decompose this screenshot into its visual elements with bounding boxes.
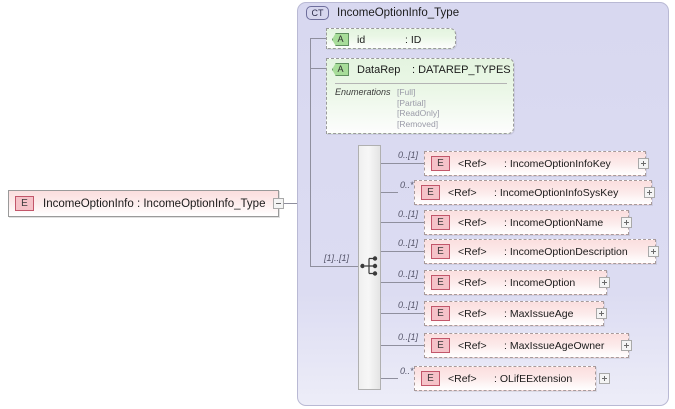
element-ref-text: <Ref> (458, 307, 487, 320)
element-ref-text: <Ref> (448, 372, 477, 385)
sequence-cardinality-label: [1]..[1] (324, 253, 350, 263)
cardinality-label-1: 0..* (400, 180, 414, 190)
cardinality-label-5: 0..[1] (398, 300, 419, 310)
element-ref-text: <Ref> (458, 216, 487, 229)
connector-to-ref-0 (381, 163, 424, 164)
element-ref-text: <Ref> (448, 186, 477, 199)
element-badge-icon: E (431, 306, 450, 321)
connector-to-ref-4 (381, 282, 424, 283)
element-ref-text: <Ref> (458, 157, 487, 170)
element-ref-type: : IncomeOptionDescription (504, 245, 628, 258)
sequence-compositor-icon (360, 256, 378, 276)
connector-root-to-type (284, 203, 297, 204)
enumerations-values: [Full] [Partial] [ReadOnly] [Removed] (397, 87, 440, 129)
element-ref-row-maxissueage[interactable]: E <Ref> : MaxIssueAge (424, 301, 604, 326)
enumerations-block: Enumerations [Full] [Partial] [ReadOnly]… (335, 87, 440, 129)
enumeration-value: [ReadOnly] (397, 108, 440, 118)
enumeration-value: [Partial] (397, 97, 426, 108)
element-badge-icon: E (421, 185, 440, 200)
element-ref-text: <Ref> (458, 245, 487, 258)
element-ref-type: : OLifEExtension (494, 372, 573, 385)
connector-to-attr-id (310, 38, 327, 39)
element-ref-row-maxissueageowner[interactable]: E <Ref> : MaxIssueAgeOwner (424, 333, 629, 358)
attribute-type: : ID (405, 33, 422, 46)
complex-type-title: IncomeOptionInfo_Type (337, 7, 460, 19)
connector-to-ref-5 (381, 313, 424, 314)
element-badge-icon: E (431, 338, 450, 353)
expand-plus-icon[interactable] (648, 246, 659, 257)
element-badge-icon: E (15, 196, 34, 211)
enumeration-value: [Full] (397, 87, 416, 97)
element-ref-row-incomeoptioninfosyskey[interactable]: E <Ref> : IncomeOptionInfoSysKey (414, 180, 652, 205)
element-badge-icon: E (421, 371, 440, 386)
expand-plus-icon[interactable] (599, 277, 610, 288)
attribute-row-id[interactable]: A id : ID (326, 28, 456, 49)
element-ref-row-incomeoption[interactable]: E <Ref> : IncomeOption (424, 270, 607, 295)
attribute-row-datarep[interactable]: A DataRep : DATAREP_TYPES Enumerations [… (326, 58, 514, 134)
attribute-name: id (357, 33, 366, 46)
element-badge-icon: E (431, 215, 450, 230)
connector-to-ref-2 (381, 222, 424, 223)
root-element-box[interactable]: E IncomeOptionInfo : IncomeOptionInfo_Ty… (8, 190, 279, 217)
element-ref-type: : IncomeOptionName (504, 216, 604, 229)
expand-plus-icon[interactable] (599, 373, 610, 384)
attribute-name: DataRep (357, 63, 401, 76)
element-ref-text: <Ref> (458, 339, 487, 352)
cardinality-label-0: 0..[1] (398, 150, 419, 160)
attribute-badge-icon: A (332, 33, 349, 46)
element-ref-text: <Ref> (458, 276, 487, 289)
element-badge-icon: E (431, 244, 450, 259)
complex-type-header: CT IncomeOptionInfo_Type (306, 6, 459, 20)
element-ref-row-incomeoptiondescription[interactable]: E <Ref> : IncomeOptionDescription (424, 239, 656, 264)
expand-plus-icon[interactable] (621, 217, 632, 228)
expand-plus-icon[interactable] (644, 187, 655, 198)
cardinality-label-4: 0..[1] (398, 269, 419, 279)
cardinality-label-2: 0..[1] (398, 209, 419, 219)
connector-to-ref-1 (381, 192, 398, 193)
element-ref-type: : MaxIssueAgeOwner (504, 339, 605, 352)
connector-to-ref-3 (381, 251, 424, 252)
expand-plus-icon[interactable] (596, 308, 607, 319)
complex-type-badge-icon: CT (306, 6, 329, 20)
cardinality-label-6: 0..[1] (398, 332, 419, 342)
connector-to-attr-datarep (310, 68, 327, 69)
element-ref-row-incomeoptioninfokey[interactable]: E <Ref> : IncomeOptionInfoKey (424, 151, 646, 176)
collapse-minus-icon[interactable] (273, 198, 284, 209)
cardinality-label-3: 0..[1] (398, 238, 419, 248)
element-ref-type: : IncomeOptionInfoSysKey (494, 186, 619, 199)
attribute-divider (335, 83, 507, 84)
connector-to-ref-7 (381, 378, 398, 379)
attribute-badge-icon: A (332, 63, 349, 76)
element-ref-type: : MaxIssueAge (504, 307, 574, 320)
enumerations-label: Enumerations (335, 87, 391, 97)
attribute-type: : DATAREP_TYPES (412, 63, 511, 76)
element-ref-row-incomeoptionname[interactable]: E <Ref> : IncomeOptionName (424, 210, 629, 235)
element-badge-icon: E (431, 156, 450, 171)
element-badge-icon: E (431, 275, 450, 290)
element-ref-type: : IncomeOptionInfoKey (504, 157, 611, 170)
connector-to-sequence (310, 266, 358, 267)
root-element-label: IncomeOptionInfo : IncomeOptionInfo_Type (43, 197, 266, 210)
connector-to-ref-6 (381, 345, 424, 346)
connector-trunk (310, 38, 311, 266)
element-ref-row-olifeextension[interactable]: E <Ref> : OLifEExtension (414, 366, 596, 391)
element-ref-type: : IncomeOption (504, 276, 576, 289)
expand-plus-icon[interactable] (621, 340, 632, 351)
cardinality-label-7: 0..* (400, 366, 414, 376)
enumeration-value: [Removed] (397, 118, 439, 129)
expand-plus-icon[interactable] (638, 158, 649, 169)
